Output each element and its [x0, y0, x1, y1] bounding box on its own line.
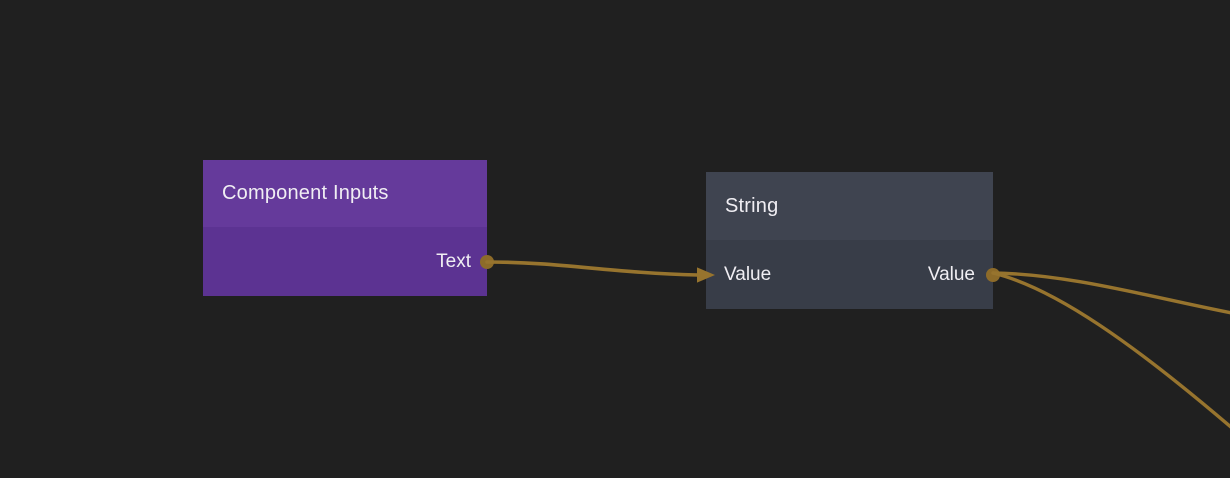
node-header[interactable]: Component Inputs — [203, 160, 487, 227]
wire-text-to-value[interactable] — [485, 260, 700, 277]
wire-value-out-upper[interactable] — [991, 271, 1230, 315]
output-port-label: Text — [436, 250, 471, 272]
node-body: Value Value — [706, 240, 1000, 309]
output-port-label: Value — [927, 263, 975, 285]
node-string[interactable]: String Value Value — [706, 172, 1000, 309]
node-header[interactable]: String — [706, 172, 993, 240]
input-port-label: Value — [724, 263, 772, 285]
node-title: Component Inputs — [222, 182, 389, 204]
wire-value-out-lower[interactable] — [991, 271, 1230, 429]
node-title: String — [725, 194, 779, 217]
node-body: Text — [203, 227, 494, 296]
wire-arrowhead-icon — [697, 267, 715, 283]
node-component-inputs[interactable]: Component Inputs Text — [203, 160, 494, 296]
